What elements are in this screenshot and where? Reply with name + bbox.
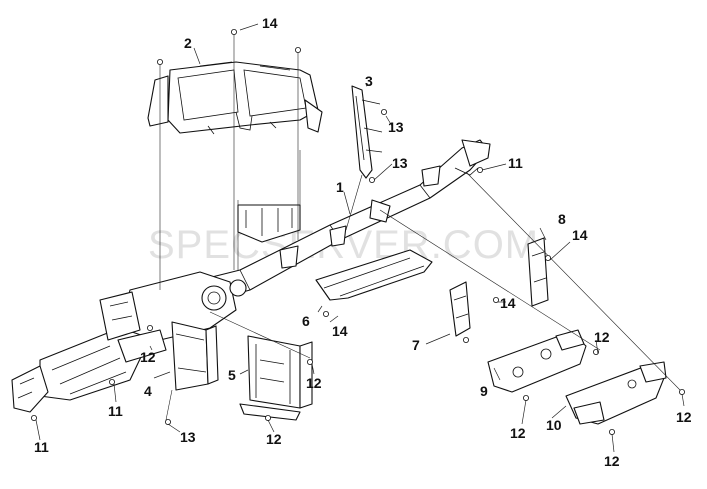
callout-12: 12 (306, 375, 322, 391)
callout-14: 14 (500, 295, 516, 311)
part-3-side-bracket (351, 85, 383, 179)
part-8-right-bracket (527, 237, 549, 307)
part-7-vertical-bracket (449, 281, 471, 337)
callout-11: 11 (108, 403, 123, 419)
part-6-mid-tray (315, 249, 433, 301)
callout-9: 9 (480, 383, 488, 399)
callout-1: 1 (336, 179, 344, 195)
callout-14: 14 (332, 323, 348, 339)
callout-12: 12 (594, 329, 610, 345)
callout-12: 12 (266, 431, 282, 447)
callout-7: 7 (412, 337, 420, 353)
part-9-lower-tray (487, 329, 587, 393)
alignment-lines (159, 34, 681, 421)
leader-lines (35, 23, 685, 453)
part-10-right-tray (565, 361, 667, 425)
callout-12: 12 (510, 425, 526, 441)
callout-6: 6 (302, 313, 310, 329)
callout-14: 14 (572, 227, 588, 243)
callout-14: 14 (262, 15, 278, 31)
callout-8: 8 (558, 211, 566, 227)
fasteners (30, 28, 686, 435)
callout-12: 12 (676, 409, 692, 425)
callout-12: 12 (604, 453, 620, 469)
callout-5: 5 (228, 367, 236, 383)
callout-3: 3 (365, 73, 373, 89)
callout-11: 11 (34, 439, 49, 455)
left-end-assembly (11, 271, 247, 413)
callouts: 14 2 3 13 13 11 1 8 14 14 6 14 7 12 12 5… (34, 15, 692, 469)
callout-12: 12 (140, 349, 156, 365)
callout-13: 13 (180, 429, 196, 445)
callout-13: 13 (388, 119, 404, 135)
callout-11: 11 (508, 155, 523, 171)
callout-13: 13 (392, 155, 408, 171)
callout-4: 4 (144, 383, 152, 399)
callout-10: 10 (546, 417, 562, 433)
callout-2: 2 (184, 35, 192, 51)
part-2-instrument-frame (147, 61, 323, 135)
part-5-center-bracket (239, 335, 313, 421)
part-4-lower-bracket (171, 321, 219, 391)
